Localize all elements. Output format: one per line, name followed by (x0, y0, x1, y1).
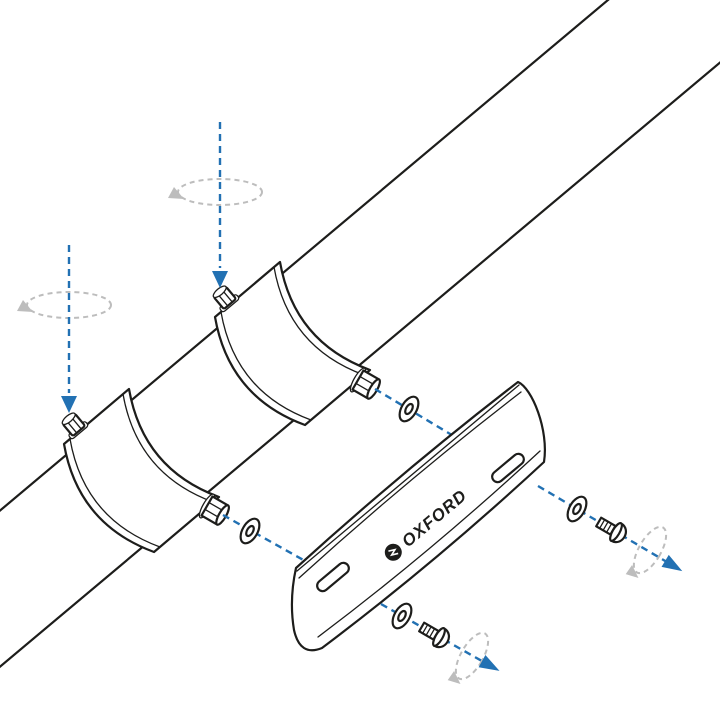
slot-outline (316, 561, 350, 593)
bolt-2 (418, 621, 450, 649)
clamp-right-rim-line (122, 393, 214, 503)
rotation-ellipse-icon (454, 631, 490, 681)
rotation-arrowhead-icon (625, 565, 639, 578)
washer-2 (566, 495, 588, 523)
clamp-left-rim-line (69, 438, 161, 548)
bolt-thread-line (421, 624, 429, 634)
boss-cap (61, 412, 76, 426)
assembly-arrow-head-2 (478, 654, 500, 671)
rotation-arrowhead-icon (447, 671, 461, 684)
bolt-thread-line (425, 626, 432, 636)
bolt-thread-line (598, 519, 606, 529)
clamp-band-outline (213, 260, 372, 427)
bolt-thread-line (428, 628, 436, 638)
washer-1 (398, 395, 420, 423)
rotation-ellipse-icon (632, 525, 668, 575)
plate-slot-2 (316, 561, 350, 593)
mounting-plate: OXFORD (290, 380, 546, 652)
washer-hole (245, 524, 255, 538)
oxford-logo-bolt-icon (388, 548, 399, 557)
bolt-rotation-2 (447, 631, 490, 684)
clamp-left-rim-line (220, 311, 312, 421)
arrow-head-icon (661, 554, 683, 572)
band-clamp-1 (61, 387, 230, 554)
washer-4 (391, 602, 413, 630)
bolt-thread-line (602, 521, 609, 531)
bolt-rotation-1 (625, 525, 668, 578)
clamp-right-rim-line (273, 266, 365, 376)
washer-3 (239, 517, 261, 545)
washer-hole (397, 609, 407, 623)
plate-top-bend-line (298, 391, 522, 579)
plate-top-edge-line (296, 384, 520, 572)
press-arrow-1 (168, 122, 263, 288)
bolt-head-face (609, 522, 623, 542)
down-arrow-head-icon (212, 271, 228, 288)
band-clamp-2 (212, 260, 381, 427)
press-arrow-2 (17, 245, 112, 413)
plate-slot-1 (491, 452, 525, 484)
clamp-band-outline (62, 387, 221, 554)
hex-nut-2 (349, 367, 381, 400)
rotation-arrowhead-icon (17, 300, 33, 312)
clamp-screw-boss-1 (61, 412, 89, 440)
rotation-arrowhead-icon (168, 187, 184, 199)
arrow-head-icon (478, 654, 500, 671)
plate-bottom-bend-line (317, 450, 541, 638)
down-arrow-head-icon (61, 396, 77, 413)
boss-cap (212, 285, 227, 299)
assembly-line-2 (222, 513, 333, 578)
bolt-head-face (432, 627, 446, 647)
washer-hole (572, 502, 582, 516)
bolt-thread-line (605, 523, 613, 533)
slot-outline (491, 452, 525, 484)
assembly-arrow-head-1 (661, 554, 683, 572)
clamp-screw-boss-2 (212, 285, 240, 313)
bolt-1 (595, 516, 627, 544)
washer-hole (404, 402, 414, 416)
plate-outline (290, 380, 546, 652)
